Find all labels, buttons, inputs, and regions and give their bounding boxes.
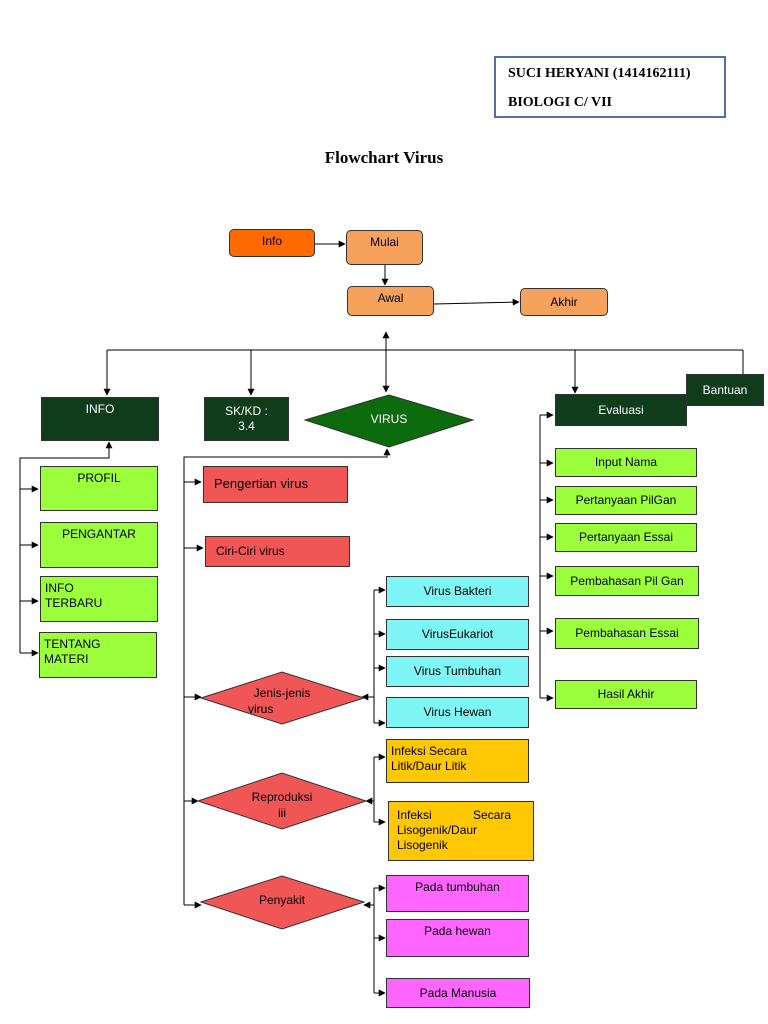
node-awal: Awal xyxy=(347,286,434,316)
skkd-line1: SK/KD : xyxy=(225,404,268,418)
lisogenik-line2: Lisogenik/Daur xyxy=(397,823,478,837)
node-pada-tumbuhan: Pada tumbuhan xyxy=(386,875,529,912)
author-class: BIOLOGI C/ VII xyxy=(508,95,612,110)
node-input-nama: Input Nama xyxy=(555,448,697,477)
jenis-line1: Jenis-jenis xyxy=(253,686,311,701)
node-pada-manusia: Pada Manusia xyxy=(386,978,530,1008)
author-name: SUCI HERYANI (1414162111) xyxy=(508,66,691,81)
reproduksi-line1: Reproduksi xyxy=(251,790,313,805)
node-virus-bakteri: Virus Bakteri xyxy=(386,576,529,607)
tentang-line2: MATERI xyxy=(44,652,89,666)
tentang-line1: TENTANG xyxy=(44,637,101,651)
node-pengantar: PENGANTAR xyxy=(40,522,158,568)
node-bantuan: Bantuan xyxy=(686,374,764,406)
info-bracket xyxy=(19,441,113,653)
node-profil: PROFIL xyxy=(40,466,158,511)
penyakit-label: Penyakit xyxy=(258,893,306,908)
page-title: Flowchart Virus xyxy=(324,148,444,167)
skkd-line2: 3.4 xyxy=(238,419,255,433)
reproduksi-label: Reproduksi iii xyxy=(232,788,332,824)
diamond-virus xyxy=(303,394,475,448)
diamond-jenis xyxy=(199,671,366,725)
jenis-label: Jenis-jenis virus xyxy=(232,684,332,720)
author-box: SUCI HERYANI (1414162111) BIOLOGI C/ VII xyxy=(494,56,726,118)
node-skkd: SK/KD : 3.4 xyxy=(204,397,289,441)
node-evaluasi: Evaluasi xyxy=(555,394,687,426)
node-virus-eukariot: VirusEukariot xyxy=(386,619,529,650)
node-virus-tumbuhan: Virus Tumbuhan xyxy=(386,656,529,687)
node-akhir: Akhir xyxy=(520,288,608,316)
node-tentang-materi: TENTANG MATERI xyxy=(39,632,157,678)
node-pertanyaan-pilgan: Pertanyaan PilGan xyxy=(555,486,697,515)
arrow-awal-akhir xyxy=(433,298,520,306)
node-pembahasan-essai: Pembahasan Essai xyxy=(555,618,699,649)
node-info-start: Info xyxy=(229,229,315,257)
info-terbaru-line2: TERBARU xyxy=(45,596,103,610)
reproduksi-line2: iii xyxy=(278,806,286,820)
info-terbaru-line1: INFO xyxy=(45,581,74,595)
litik-line1: Infeksi Secara xyxy=(391,744,468,758)
node-infeksi-lisogenik: Infeksi Secara Lisogenik/Daur Lisogenik xyxy=(388,801,534,861)
node-pertanyaan-essai: Pertanyaan Essai xyxy=(555,523,697,552)
node-pembahasan-pilgan: Pembahasan Pil Gan xyxy=(555,566,699,596)
node-info: INFO xyxy=(41,397,159,441)
node-hasil-akhir: Hasil Akhir xyxy=(555,680,697,709)
virus-bracket xyxy=(183,448,391,905)
litik-line2: Litik/Daur Litik xyxy=(391,759,467,773)
diamond-reproduksi xyxy=(196,772,368,830)
node-ciri-virus: Ciri-Ciri virus xyxy=(205,536,350,567)
node-pada-hewan: Pada hewan xyxy=(386,919,529,957)
node-info-terbaru: INFO TERBARU xyxy=(40,576,158,622)
node-pengertian-virus: Pengertian virus xyxy=(203,466,348,503)
node-mulai: Mulai xyxy=(346,230,423,265)
node-virus-hewan: Virus Hewan xyxy=(386,697,529,728)
jenis-line2: virus xyxy=(248,702,274,716)
node-infeksi-litik: Infeksi Secara Litik/Daur Litik xyxy=(386,739,529,783)
lisogenik-line1: Infeksi Secara xyxy=(397,808,512,822)
lisogenik-line3: Lisogenik xyxy=(397,838,448,852)
diamond-penyakit xyxy=(199,875,366,930)
virus-label: VIRUS xyxy=(370,412,408,427)
